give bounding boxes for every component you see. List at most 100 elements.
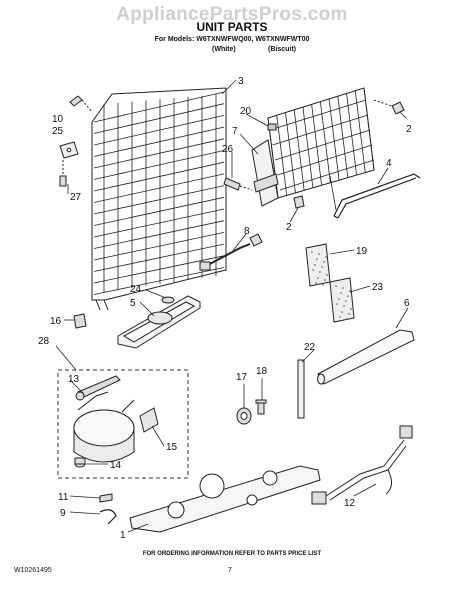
coil-tube-line [354,90,366,173]
callout-26: 26 [222,144,234,155]
foam-texture-dot [345,300,347,302]
clip-20 [267,123,277,131]
coil-tube-line [337,96,349,178]
coil-tube-line [285,112,296,193]
drain-fitting-24 [161,296,175,304]
coil-tube-line [279,159,375,191]
tube-22 [297,359,305,419]
foam-texture-dot [340,292,342,294]
foam-texture-dot [335,285,337,287]
grommet-17 [236,407,252,425]
model-numbers: For Models: W6TXNWFWQ00, W6TXNWFWT00 [154,36,310,43]
clip-11 [99,493,113,503]
coil-tube-line [311,104,323,186]
coil-tube-line [93,138,225,169]
coil-tube-line [93,91,225,123]
coil-tube-line [93,185,225,215]
callout-12: 12 [344,498,356,509]
foam-texture-dot [339,316,341,318]
callout-5: 5 [130,298,136,309]
condenser-coil [91,87,227,311]
callout-4: 4 [386,158,392,169]
ordering-note: FOR ORDERING INFORMATION REFER TO PARTS … [142,551,322,557]
coil-tube-line [93,161,225,192]
foam-texture-dot [349,290,351,292]
base-plate [129,465,321,533]
foam-texture-dot [347,295,349,297]
coil-tube-line [274,129,371,161]
coil-tube-line [363,87,375,171]
coil-tube-line [93,115,225,146]
compressor-group-box [57,369,189,479]
callout-6: 6 [404,298,410,309]
grommet-14 [74,457,86,468]
foam-texture-dot [342,287,344,289]
foam-texture-dot [336,303,338,305]
coil-tube-line [272,114,369,146]
foam-texture-dot [315,282,317,284]
coil-tube-line [346,93,357,176]
bracket-25 [59,141,79,159]
coil-tube-line [93,173,225,203]
screw-26 [223,177,253,191]
callout-20: 20 [240,106,252,117]
variant-biscuit-label: (Biscuit) [268,46,296,53]
page-title: UNIT PARTS [196,20,268,34]
coil-tube-line [93,208,225,238]
callout-19: 19 [356,246,368,257]
wire-9 [99,509,117,525]
coil-tube-line [293,109,305,191]
clip-16 [73,313,87,329]
foam-texture-dot [325,256,327,258]
callout-numbers: 3 10 25 27 20 7 26 2 2 4 8 19 23 24 5 16… [38,76,412,541]
drain-pan [117,295,201,349]
watermark-text: AppliancePartsPros.com [116,4,348,25]
callout-16: 16 [50,316,62,327]
foam-texture-dot [318,253,320,255]
leader-lines [55,79,409,533]
callout-8: 8 [244,226,250,237]
callout-22: 22 [304,342,316,353]
foam-texture-dot [343,305,345,307]
foam-texture-dot [316,258,318,260]
relay-15 [139,407,159,433]
callout-25: 25 [52,126,64,137]
evaporator-coil [251,87,375,207]
callout-23: 23 [372,282,384,293]
foam-texture-dot [348,313,350,315]
foam-texture-dot [323,261,325,263]
screw-2-top [373,99,405,115]
compressor [73,391,135,463]
document-number: W10261495 [14,567,52,574]
foam-texture-dot [319,271,321,273]
foam-texture-dot [346,318,348,320]
foam-texture-dot [324,279,326,281]
callout-1: 1 [120,530,126,541]
foam-texture-dot [311,251,313,253]
wiring-harness-12 [311,425,413,505]
callout-28: 28 [38,336,50,347]
foam-texture-dot [317,277,319,279]
coil-tube-line [93,150,225,180]
screw-10 [69,95,93,113]
foam-texture-dot [322,284,324,286]
foam-texture-dot [312,269,314,271]
callout-7: 7 [232,126,238,137]
callout-11: 11 [58,492,69,503]
foam-texture-dot [341,311,343,313]
coil-tube-line [328,98,340,181]
screw-27 [59,160,67,187]
insulation-23 [329,277,355,323]
callout-9: 9 [60,508,66,519]
overload-13 [75,375,121,401]
drain-tube-6 [317,329,415,385]
insulation-19 [305,243,331,287]
callout-10: 10 [52,114,64,125]
callout-14: 14 [110,460,122,471]
callout-15: 15 [166,442,178,453]
callout-24: 24 [130,284,142,295]
coil-tube-line [269,99,367,131]
coil-tube-line [93,220,225,249]
